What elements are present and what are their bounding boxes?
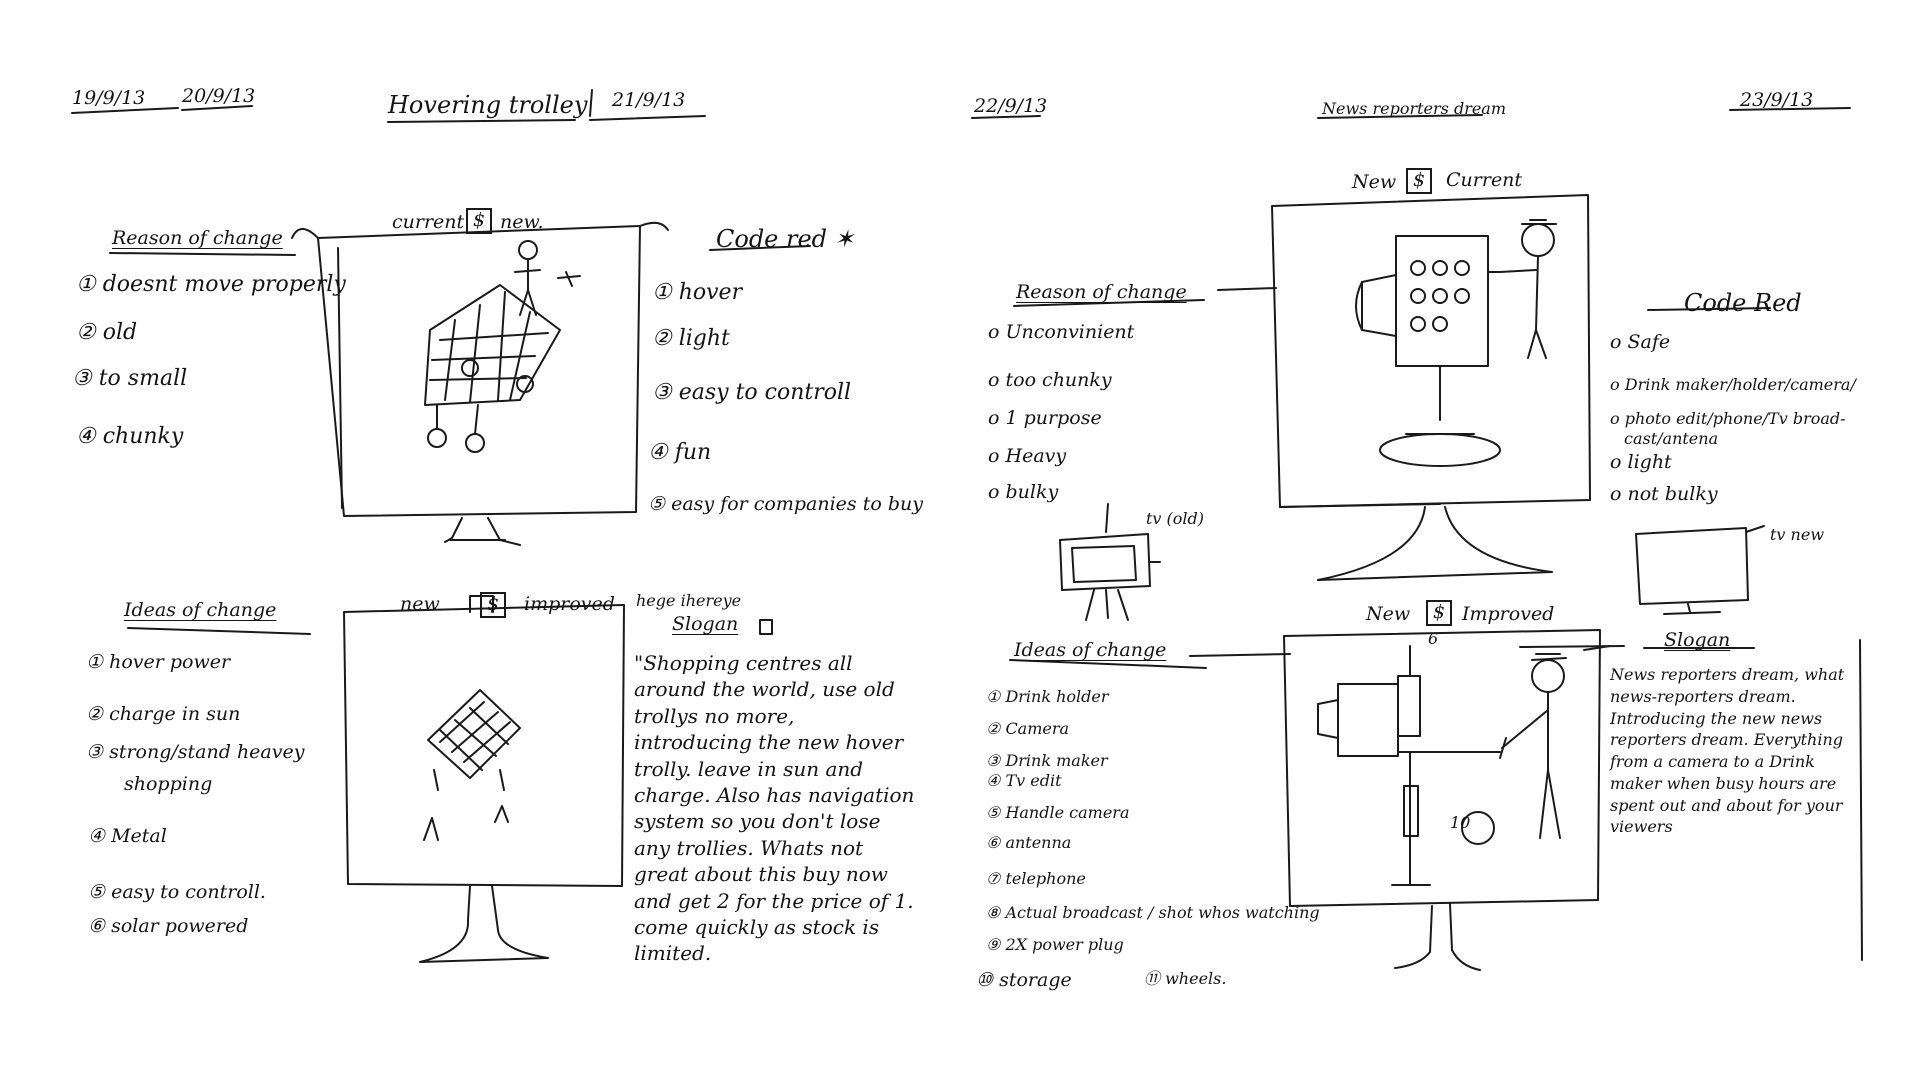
idea-item: ⑨ 2X power plug — [986, 935, 1124, 954]
idea-item: ⑤ easy to controll. — [88, 881, 266, 903]
idea-item: ① hover power — [86, 651, 231, 673]
reason-heading: Reason of change — [1016, 281, 1187, 303]
code-red-heading: Code red — [716, 225, 828, 253]
code-red-item: o not bulky — [1610, 483, 1718, 505]
idea-item: ⑤ Handle camera — [986, 803, 1130, 822]
idea-item: ⑩ storage — [976, 969, 1072, 991]
date-1: 19/9/13 — [72, 87, 146, 109]
title-underline — [388, 120, 575, 122]
reason-item: ③ to small — [72, 366, 188, 391]
code-red-item: o Safe — [1610, 331, 1671, 353]
reason-item: ① doesnt move properly — [76, 272, 346, 297]
reason-item: o Unconvinient — [988, 321, 1135, 343]
current-camera-sketch — [1272, 195, 1590, 580]
code-red-item: ③ easy to controll — [652, 380, 852, 405]
ideas-heading: Ideas of change — [1014, 639, 1167, 661]
dollar-box: $ — [1426, 600, 1453, 626]
date-underline — [590, 116, 705, 120]
page-title: Hovering trolley — [388, 91, 588, 119]
callout-number: 10 — [1450, 813, 1471, 832]
slogan-text: "Shopping centres all around the world, … — [634, 651, 915, 966]
idea-item: ① Drink holder — [986, 687, 1109, 706]
code-red-item: ② light — [652, 326, 730, 351]
idea-item: ④ Tv edit — [986, 771, 1062, 790]
top-sketch-label-right: Current — [1446, 169, 1523, 191]
idea-item: ⑪ wheels. — [1144, 969, 1227, 988]
reason-item: o too chunky — [988, 369, 1112, 391]
date-left: 22/9/13 — [974, 95, 1048, 117]
idea-item: ③ strong/stand heavey — [86, 741, 305, 763]
top-sketch-label-left: New — [1352, 171, 1397, 193]
improved-camera-sketch — [1284, 630, 1600, 970]
idea-item: ③ Drink maker — [986, 751, 1108, 770]
date-right: 23/9/13 — [1740, 89, 1814, 111]
reason-item: o 1 purpose — [988, 407, 1102, 429]
reason-item: o Heavy — [988, 445, 1067, 467]
code-red-item: o photo edit/phone/Tv broad- — [1610, 409, 1846, 428]
idea-item: ⑦ telephone — [986, 869, 1086, 888]
reason-item: o bulky — [988, 481, 1059, 503]
bottom-scribble: hege ihereye — [636, 591, 742, 610]
bottom-sketch-label-left: New — [1366, 603, 1411, 625]
code-red-item: ④ fun — [648, 440, 712, 465]
date-3: 21/9/13 — [612, 89, 686, 111]
dollar-box: $ — [480, 592, 507, 618]
callout-number: 6 — [1428, 629, 1439, 648]
reason-item: ② old — [76, 320, 138, 345]
slogan-heading: Slogan — [1664, 629, 1731, 651]
ideas-heading: Ideas of change — [124, 599, 277, 621]
tv-old-label: tv (old) — [1146, 509, 1205, 528]
idea-item-cont: shopping — [124, 773, 213, 795]
tv-new-label: tv new — [1770, 525, 1825, 544]
code-red-item: ① hover — [652, 280, 743, 305]
code-red-item: o light — [1610, 451, 1672, 473]
tv-new-sketch — [1636, 526, 1764, 614]
idea-item: ⑧ Actual broadcast / shot whos watching — [986, 903, 1320, 922]
dollar-box: $ — [1406, 168, 1433, 194]
slogan-text: News reporters dream, what news-reporter… — [1610, 665, 1845, 837]
idea-item: ④ Metal — [88, 825, 167, 847]
code-red-heading: Code Red — [1684, 289, 1802, 317]
reason-heading: Reason of change — [112, 227, 283, 249]
slogan-heading: Slogan — [672, 613, 739, 635]
page-title: News reporters dream — [1322, 99, 1507, 118]
bottom-sketch-label-left: new — [400, 593, 440, 615]
top-sketch-label-right: new. — [500, 211, 544, 233]
date-2: 20/9/13 — [182, 85, 256, 107]
idea-item: ⑥ solar powered — [88, 915, 249, 937]
code-red-item-cont: cast/antena — [1624, 429, 1719, 448]
top-sketch-label-left: current — [392, 211, 465, 233]
reason-item: ④ chunky — [76, 424, 184, 449]
tv-old-sketch — [1060, 504, 1160, 620]
idea-item: ② charge in sun — [86, 703, 241, 725]
idea-item: ② Camera — [986, 719, 1070, 738]
dollar-box: $ — [466, 208, 493, 234]
bottom-sketch-label-right: Improved — [1462, 603, 1555, 625]
idea-item: ⑥ antenna — [986, 833, 1072, 852]
current-trolley-sketch — [292, 223, 668, 545]
bottom-sketch-label-right: improved — [524, 593, 615, 615]
code-red-item: ⑤ easy for companies to buy — [648, 493, 923, 515]
code-red-item: o Drink maker/holder/camera/ — [1610, 375, 1856, 394]
star-icon: ✶ — [834, 225, 855, 253]
